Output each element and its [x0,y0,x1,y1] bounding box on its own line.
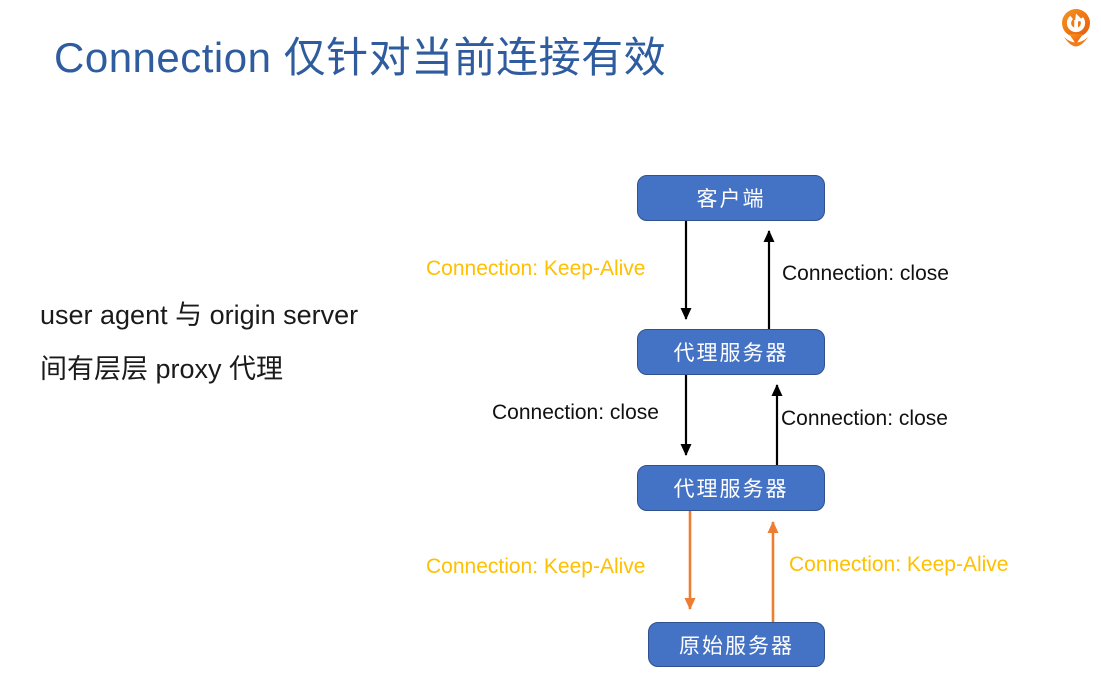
node-client: 客户端 [637,175,825,221]
edge-label-keepalive-3: Connection: Keep-Alive [789,553,1009,576]
node-origin-label: 原始服务器 [679,634,794,658]
edge-label-keepalive-2: Connection: Keep-Alive [426,555,646,578]
node-client-label: 客户端 [696,188,766,211]
edge-label-close-3: Connection: close [781,407,948,430]
page-title: Connection 仅针对当前连接有效 [54,34,667,81]
geekbang-logo-icon [1062,9,1090,47]
node-proxy-server-2: 代理服务器 [637,465,825,511]
edge-label-close-1: Connection: close [782,262,949,285]
node-proxy-server-1: 代理服务器 [637,329,825,375]
node-proxy2-label: 代理服务器 [673,478,789,501]
side-note-line-1: user agent 与 origin server [40,300,359,330]
edge-label-close-2: Connection: close [492,401,659,424]
edge-label-keepalive-1: Connection: Keep-Alive [426,257,646,280]
side-note: user agent 与 origin server 间有层层 proxy 代理 [40,288,358,396]
node-proxy1-label: 代理服务器 [673,342,789,365]
side-note-line-2: 间有层层 proxy 代理 [40,354,284,384]
node-origin-server: 原始服务器 [648,622,825,667]
